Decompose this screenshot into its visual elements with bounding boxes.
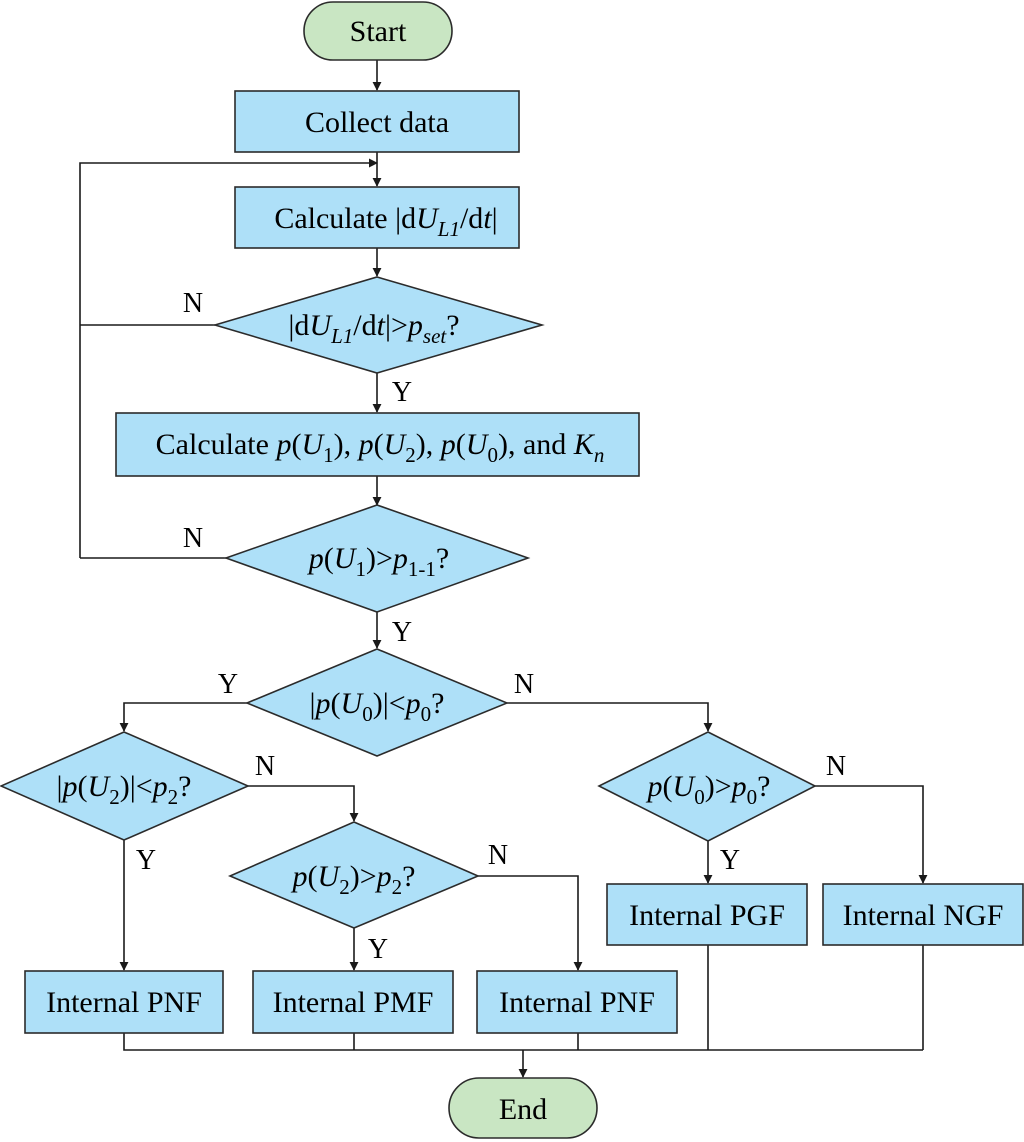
edge-label-no: N [183,288,203,319]
edge-label-no: N [183,523,203,554]
end-node: End [448,1077,598,1139]
arrow-dec3-dec4 [119,702,247,732]
result-pnf-right-label: Internal PNF [499,986,655,1019]
result-pmf-box: Internal PMF [252,970,454,1034]
edge-label-yes: Y [136,845,156,876]
decision-zero-sequence-abs: |p(U0)|<p0? [244,648,510,757]
merge-line [123,945,924,1051]
decision-zero-sequence-abs-label: |p(U0)|<p0? [310,687,445,726]
decision-positive-sequence-label: p(U1)>p1-1? [307,542,449,581]
collect-data-box: Collect data [234,90,520,153]
arrow-dec6-ngf [815,785,928,884]
edge-label-no: N [826,751,846,782]
decision-negative-sequence-abs: |p(U2)|<p2? [0,731,251,841]
calculate-derivative-box: Calculate |dUL1/dt| [234,186,520,249]
result-pgf-label: Internal PGF [629,899,785,932]
edge-label-yes: Y [720,845,740,876]
edge-label-no: N [488,840,508,871]
calculate-derivative-label: Calculate |dUL1/dt| [274,202,497,241]
edge-label-yes: Y [218,669,238,700]
collect-data-label: Collect data [305,106,449,139]
edge-label-no: N [255,751,275,782]
connectors [79,60,928,1078]
result-ngf-label: Internal NGF [843,899,1004,932]
edge-labels: N Y N Y Y N N Y N Y N Y [136,288,846,965]
decision-negative-sequence-label: p(U2)>p2? [291,860,416,899]
decision-positive-sequence: p(U1)>p1-1? [223,504,531,613]
calculate-components-box: Calculate p(U1), p(U2), p(U0), and Kn [115,412,640,477]
arrow-dec5-pnf-right [478,875,583,971]
result-pnf-left-box: Internal PNF [24,970,224,1034]
end-label: End [499,1093,547,1126]
calculate-components-label: Calculate p(U1), p(U2), p(U0), and Kn [156,428,605,467]
loop-back-line-main [79,158,378,558]
decision-negative-sequence-abs-label: |p(U2)|<p2? [57,770,192,809]
arrow-dec3-dec6 [507,702,713,732]
result-ngf-box: Internal NGF [822,883,1024,946]
decision-zero-sequence: p(U0)>p0? [597,731,817,842]
result-pnf-right-box: Internal PNF [476,970,678,1034]
decision-derivative-label: |dUL1/dt|>pset? [288,309,459,348]
decision-negative-sequence: p(U2)>p2? [227,821,481,929]
edge-label-yes: Y [392,377,412,408]
edge-label-yes: Y [368,934,388,965]
start-node: Start [303,1,453,61]
decision-derivative-threshold: |dUL1/dt|>pset? [212,276,545,374]
decision-zero-sequence-label: p(U0)>p0? [646,770,771,809]
result-pgf-box: Internal PGF [606,883,808,946]
edge-label-yes: Y [392,617,412,648]
result-pmf-label: Internal PMF [273,986,434,1019]
result-pnf-left-label: Internal PNF [46,986,202,1019]
start-label: Start [350,15,407,48]
arrow-dec4-dec5 [248,785,359,822]
edge-label-no: N [514,669,534,700]
